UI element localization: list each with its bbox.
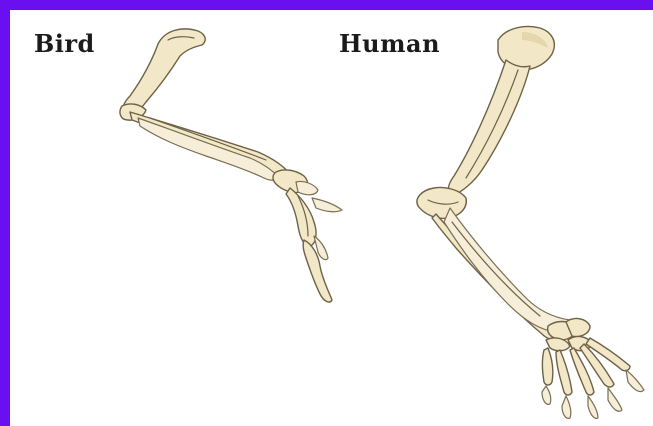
- bird-carpometacarpus: [286, 188, 316, 246]
- bird-humerus: [123, 29, 205, 114]
- human-radius: [444, 208, 570, 332]
- bird-alula: [312, 198, 342, 212]
- bird-wing-skeleton: [120, 29, 342, 302]
- human-arm-skeleton: [417, 27, 644, 419]
- human-humerus: [448, 60, 530, 196]
- bird-radius: [138, 118, 280, 180]
- human-elbow: [417, 187, 466, 218]
